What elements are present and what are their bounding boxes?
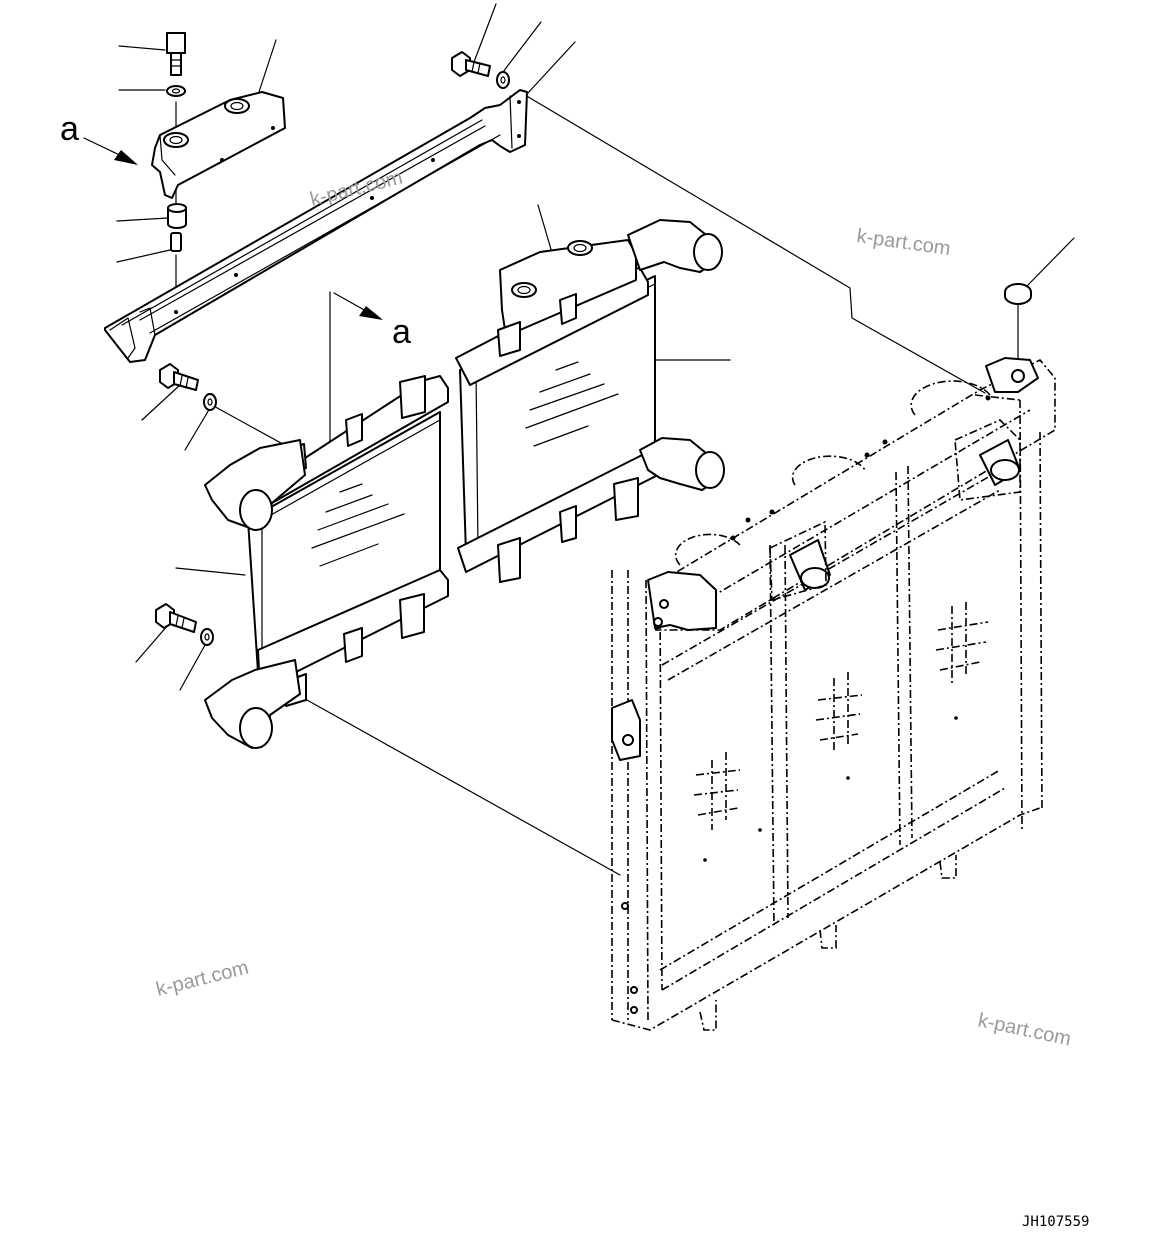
view-arrow-head (114, 150, 138, 165)
watermark: k-part.com (154, 957, 251, 1001)
bolt-upper-right (451, 51, 491, 77)
washer-mid (203, 393, 217, 411)
washer-upper-right (496, 71, 510, 89)
washer-top (166, 85, 186, 97)
aftercooler-left (204, 375, 449, 749)
watermark: k-part.com (855, 225, 952, 260)
drawing-code: JH107559 (1022, 1214, 1089, 1230)
spacer-collar (167, 203, 187, 229)
cap (1004, 283, 1032, 305)
aftercooler-right (455, 219, 725, 583)
dowel-pin (170, 232, 182, 252)
bolt-top (166, 32, 186, 76)
upper-beam (104, 89, 528, 363)
view-label-a-1: a (60, 110, 79, 148)
washer-low (200, 628, 214, 646)
view-label-a-2: a (392, 313, 411, 351)
upper-bracket (151, 91, 286, 199)
radiator-assembly (611, 357, 1056, 1031)
watermark: k-part.com (976, 1009, 1073, 1050)
bolt-low (155, 603, 197, 633)
view-arrow-head (359, 306, 383, 320)
bolt-mid (159, 363, 199, 391)
